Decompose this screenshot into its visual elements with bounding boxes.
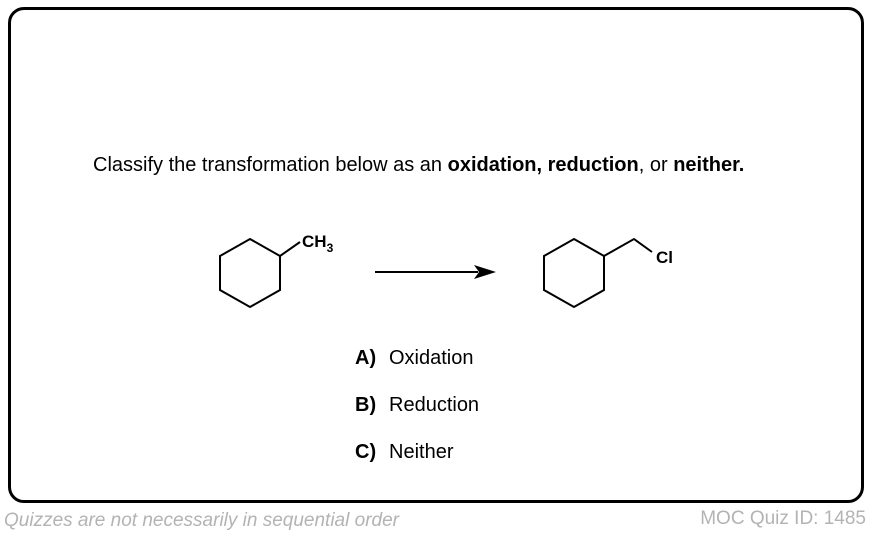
question-prefix: Classify the transformation below as an (93, 154, 448, 176)
reactant-methyl-bond (279, 241, 301, 257)
reactant-ch3-label: CH3 (302, 232, 334, 255)
product-structure (543, 237, 653, 309)
question-bold-neither: neither. (673, 154, 745, 176)
choice-c-letter: C) (355, 441, 377, 463)
choice-a-text: Oxidation (389, 347, 474, 369)
question-bold-options: oxidation, reduction (447, 154, 639, 176)
choice-c[interactable]: C) Neither (355, 440, 453, 464)
footer-note: Quizzes are not necessarily in sequentia… (4, 510, 399, 531)
quiz-id: MOC Quiz ID: 1485 (700, 508, 866, 529)
reactant-cyclohexane-ring (219, 237, 281, 309)
reaction-arrow (375, 265, 496, 279)
reactant-structure (219, 237, 301, 309)
choice-b-text: Reduction (389, 394, 480, 416)
choice-b[interactable]: B) Reduction (355, 393, 479, 417)
product-cl-label: Cl (656, 248, 673, 267)
product-ch2cl-bonds (603, 237, 653, 257)
choice-a[interactable]: A) Oxidation (355, 346, 474, 370)
choice-a-letter: A) (355, 347, 377, 369)
question-middle: , or (638, 154, 674, 176)
choice-c-text: Neither (389, 441, 454, 463)
choice-b-letter: B) (355, 394, 377, 416)
quiz-card (8, 7, 864, 503)
question-text: Classify the transformation below as an … (93, 152, 833, 178)
product-cyclohexane-ring (543, 237, 605, 309)
